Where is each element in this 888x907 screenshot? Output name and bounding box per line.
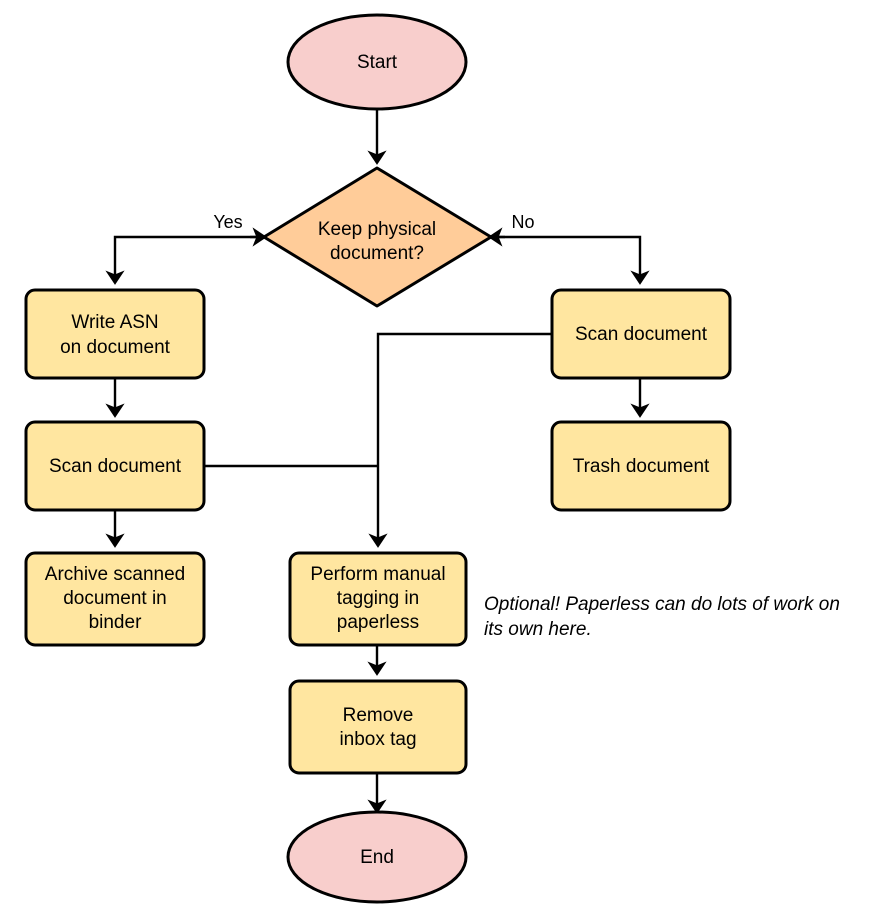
end-ellipse	[286, 810, 468, 904]
end-label: End	[360, 847, 394, 868]
node-perform-manual-tagging[interactable]: Perform manual tagging in paperless	[288, 551, 468, 647]
node-trash-document[interactable]: Trash document	[550, 420, 732, 512]
archive-label-line2: document in	[63, 588, 167, 609]
tagging-label-line2: tagging in	[337, 588, 419, 609]
node-decision-keep-physical-document[interactable]: Keep physical document?	[262, 166, 493, 308]
node-remove-inbox-tag[interactable]: Remove inbox tag	[288, 679, 468, 775]
decision-label-line1: Keep physical	[318, 219, 436, 240]
trash-document-box	[550, 420, 732, 512]
archive-label-line1: Archive scanned	[45, 564, 185, 585]
node-start[interactable]: Start	[286, 13, 468, 111]
remove-inbox-label-line1: Remove	[343, 705, 414, 726]
edge-decision-no	[491, 235, 650, 285]
start-label: Start	[357, 52, 398, 73]
edge-scanright-to-tagging	[368, 332, 552, 548]
write-asn-box	[24, 288, 206, 380]
decision-label-line2: document?	[330, 243, 424, 264]
edge-decision-yes	[105, 235, 264, 285]
scan-document-left-box	[24, 420, 206, 512]
tagging-box	[288, 551, 468, 647]
start-ellipse	[286, 13, 468, 111]
scan-document-right-label: Scan document	[575, 324, 708, 345]
remove-inbox-label-line2: inbox tag	[339, 729, 416, 750]
note-optional-paperless: Optional! Paperless can do lots of work …	[484, 594, 840, 640]
tagging-label-line1: Perform manual	[310, 564, 445, 585]
write-asn-label-line2: on document	[60, 337, 171, 358]
node-scan-document-left[interactable]: Scan document	[24, 420, 206, 512]
scan-document-right-box	[550, 288, 732, 380]
trash-document-label: Trash document	[573, 456, 710, 477]
scan-document-left-label: Scan document	[49, 456, 182, 477]
node-end[interactable]: End	[286, 810, 468, 904]
tagging-label-line3: paperless	[337, 612, 419, 633]
archive-label-line3: binder	[89, 612, 142, 633]
decision-diamond	[262, 166, 493, 308]
node-scan-document-right[interactable]: Scan document	[550, 288, 732, 380]
node-archive-scanned-document-in-binder[interactable]: Archive scanned document in binder	[24, 551, 206, 647]
edge-label-no: No	[511, 212, 534, 232]
edge-label-yes: Yes	[213, 212, 242, 232]
remove-inbox-box	[288, 679, 468, 775]
node-write-asn-on-document[interactable]: Write ASN on document	[24, 288, 206, 380]
archive-box	[24, 551, 206, 647]
write-asn-label-line1: Write ASN	[71, 312, 158, 333]
note-line1: Optional! Paperless can do lots of work …	[484, 594, 840, 615]
note-line2: its own here.	[484, 619, 592, 640]
